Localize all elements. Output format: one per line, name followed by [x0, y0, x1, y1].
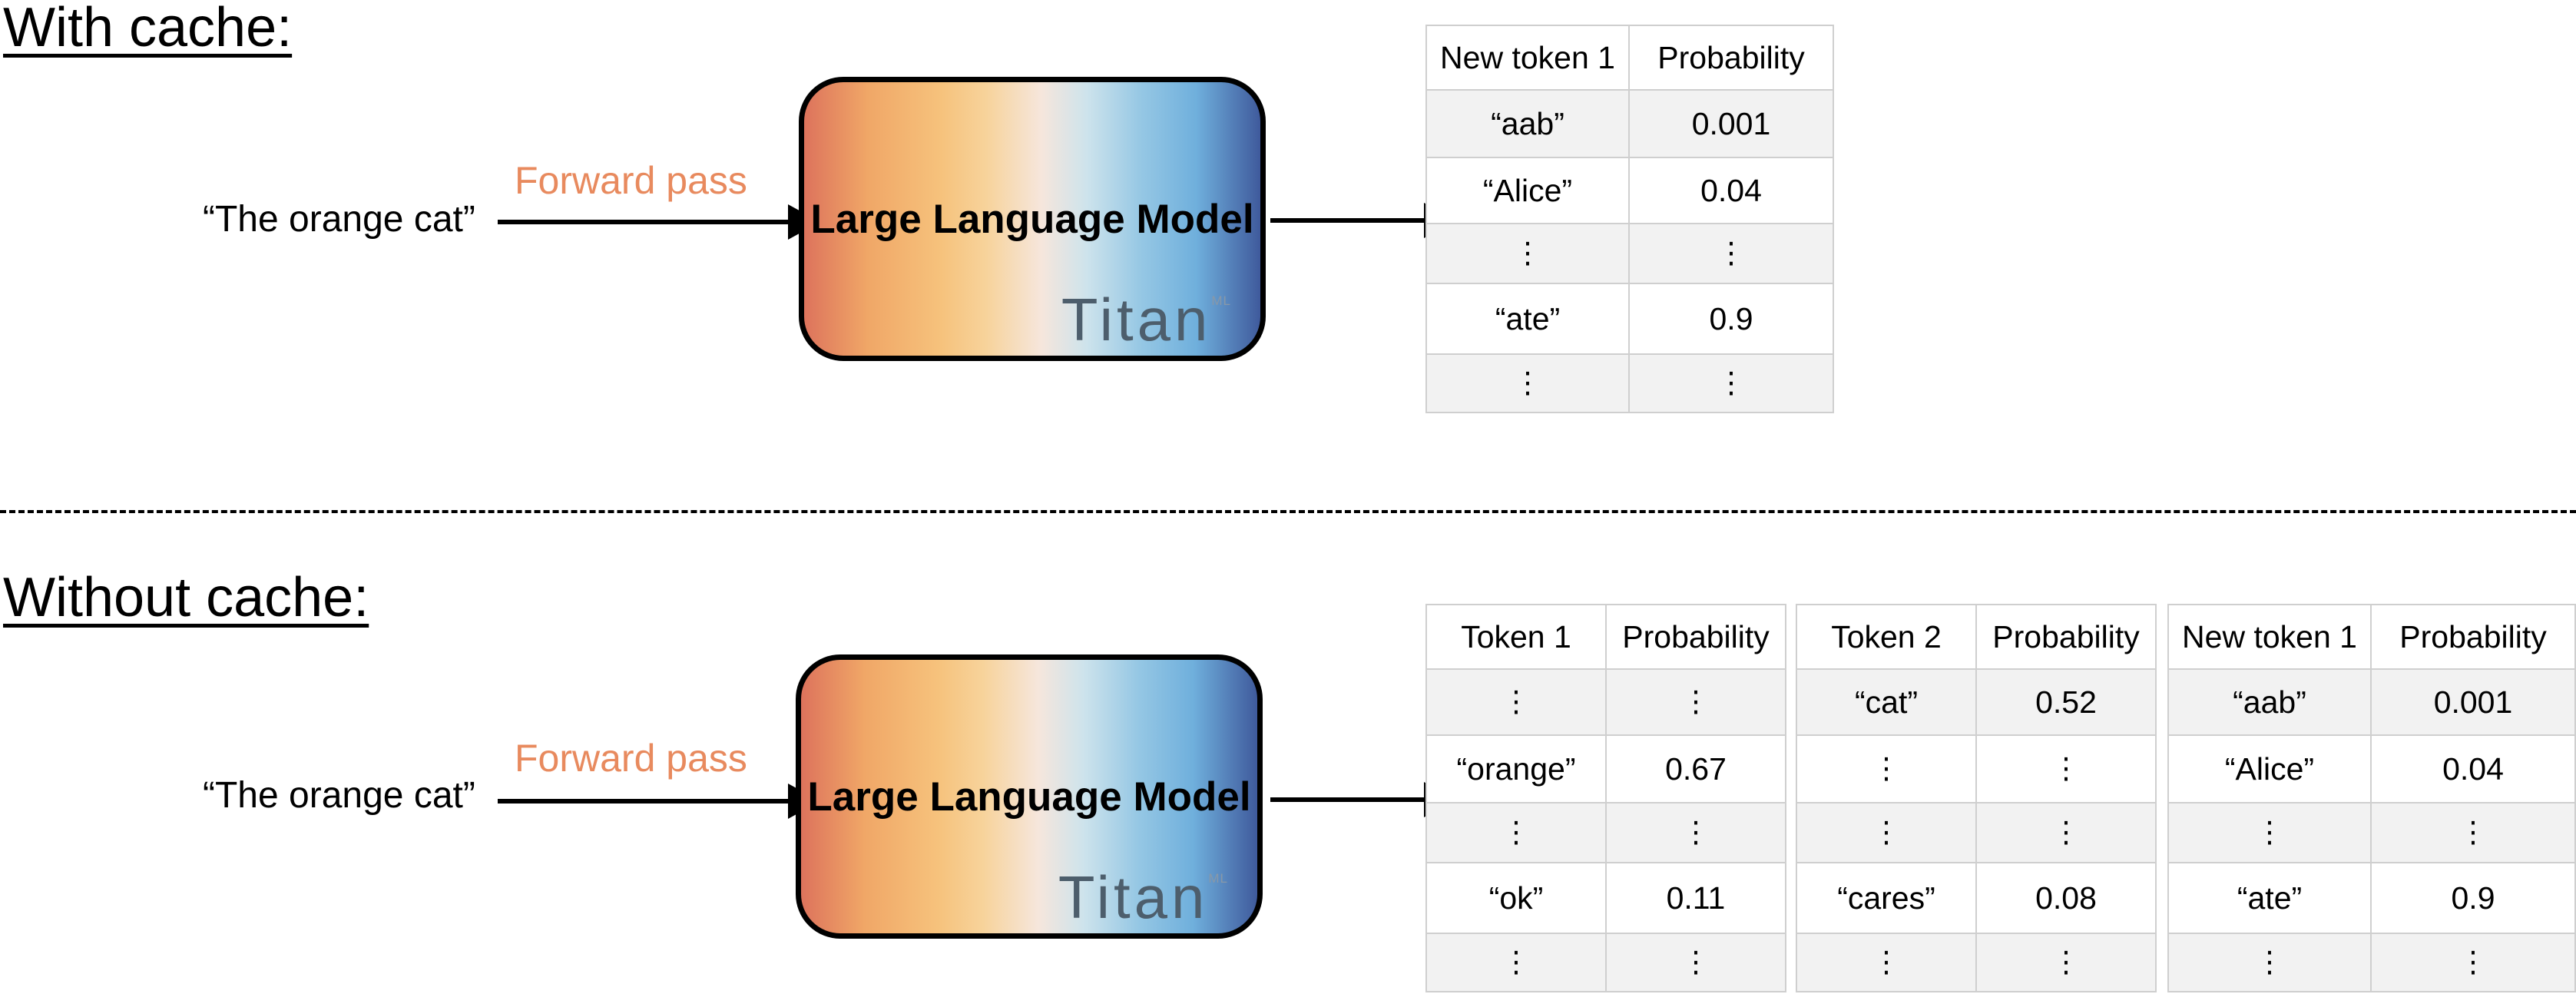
- token-cell: “ok”: [1425, 862, 1607, 934]
- table-row: “cat” 0.52: [1796, 668, 2157, 736]
- ellipsis-cell: ⋮: [2370, 802, 2576, 863]
- without-cache-llm-label: Large Language Model: [807, 774, 1251, 820]
- with-cache-forward-pass-label: Forward pass: [515, 159, 747, 202]
- probability-cell: 0.001: [1628, 89, 1834, 158]
- table-row: “ate” 0.9: [2167, 862, 2576, 934]
- token-cell: “cat”: [1796, 668, 1977, 736]
- token-cell: “ate”: [2167, 862, 2372, 934]
- token-cell: “aab”: [1425, 89, 1630, 158]
- table-row: ⋮ ⋮: [1425, 802, 1786, 863]
- table-header-row: New token 1 Probability: [1425, 25, 1834, 91]
- with-cache-titan-logo: TitanML: [1061, 286, 1231, 353]
- token-cell: “aab”: [2167, 668, 2372, 736]
- with-cache-output-arrow: [1270, 203, 1456, 238]
- table-row: ⋮ ⋮: [2167, 802, 2576, 863]
- probability-cell: 0.9: [1628, 283, 1834, 355]
- ellipsis-cell: ⋮: [1425, 668, 1607, 736]
- table-row: ⋮ ⋮: [1796, 802, 2157, 863]
- table-row: “ok” 0.11: [1425, 862, 1786, 934]
- token-2-probability-table: Token 2 Probability “cat” 0.52 ⋮ ⋮ ⋮ ⋮ “…: [1796, 604, 2157, 992]
- table-row: ⋮ ⋮: [1796, 734, 2157, 803]
- ellipsis-cell: ⋮: [2167, 802, 2372, 863]
- table-header-row: New token 1 Probability: [2167, 604, 2576, 670]
- without-cache-forward-pass-label: Forward pass: [515, 737, 747, 780]
- with-cache-input-arrow: [498, 204, 820, 240]
- ellipsis-cell: ⋮: [1425, 353, 1630, 413]
- table-row: “Alice” 0.04: [2167, 734, 2576, 803]
- table-row: “Alice” 0.04: [1425, 157, 1834, 224]
- probability-cell: 0.04: [2370, 734, 2576, 803]
- ellipsis-cell: ⋮: [1605, 802, 1786, 863]
- table-row: “ate” 0.9: [1425, 283, 1834, 355]
- without-cache-output-arrow: [1270, 782, 1456, 817]
- without-cache-titan-logo: TitanML: [1058, 863, 1228, 931]
- table-header: Probability: [1628, 25, 1834, 91]
- probability-cell: 0.001: [2370, 668, 2576, 736]
- token-cell: “orange”: [1425, 734, 1607, 803]
- section-divider: [0, 510, 2576, 513]
- ellipsis-cell: ⋮: [1425, 223, 1630, 284]
- ellipsis-cell: ⋮: [1605, 668, 1786, 736]
- ellipsis-cell: ⋮: [1796, 734, 1977, 803]
- table-header: New token 1: [2167, 604, 2372, 670]
- table-row: ⋮ ⋮: [1425, 668, 1786, 736]
- table-row: “orange” 0.67: [1425, 734, 1786, 803]
- table-header: Token 1: [1425, 604, 1607, 670]
- ellipsis-cell: ⋮: [2167, 933, 2372, 992]
- table-header: Probability: [2370, 604, 2576, 670]
- table-row: “aab” 0.001: [2167, 668, 2576, 736]
- ellipsis-cell: ⋮: [1975, 734, 2157, 803]
- with-cache-llm-label: Large Language Model: [810, 197, 1254, 242]
- with-cache-probability-table: New token 1 Probability “aab” 0.001 “Ali…: [1425, 25, 1834, 413]
- ellipsis-cell: ⋮: [1425, 802, 1607, 863]
- probability-cell: 0.08: [1975, 862, 2157, 934]
- probability-cell: 0.04: [1628, 157, 1834, 224]
- table-row: “aab” 0.001: [1425, 89, 1834, 158]
- ellipsis-cell: ⋮: [1975, 802, 2157, 863]
- ellipsis-cell: ⋮: [1796, 802, 1977, 863]
- without-cache-input-arrow: [498, 784, 820, 819]
- ellipsis-cell: ⋮: [2370, 933, 2576, 992]
- ellipsis-cell: ⋮: [1628, 353, 1834, 413]
- probability-cell: 0.11: [1605, 862, 1786, 934]
- table-header-row: Token 1 Probability: [1425, 604, 1786, 670]
- probability-cell: 0.52: [1975, 668, 2157, 736]
- table-header-row: Token 2 Probability: [1796, 604, 2157, 670]
- table-row: ⋮ ⋮: [2167, 933, 2576, 992]
- probability-cell: 0.67: [1605, 734, 1786, 803]
- table-header: Probability: [1605, 604, 1786, 670]
- table-row: ⋮ ⋮: [1425, 223, 1834, 284]
- ellipsis-cell: ⋮: [1796, 933, 1977, 992]
- ellipsis-cell: ⋮: [1628, 223, 1834, 284]
- token-cell: “Alice”: [2167, 734, 2372, 803]
- token-cell: “Alice”: [1425, 157, 1630, 224]
- new-token-1-probability-table: New token 1 Probability “aab” 0.001 “Ali…: [2167, 604, 2576, 992]
- with-cache-llm-box: Large Language Model TitanML: [799, 77, 1266, 361]
- table-header: Probability: [1975, 604, 2157, 670]
- with-cache-heading: With cache:: [3, 0, 293, 58]
- ellipsis-cell: ⋮: [1425, 933, 1607, 992]
- without-cache-heading: Without cache:: [3, 567, 369, 628]
- table-row: ⋮ ⋮: [1425, 933, 1786, 992]
- table-row: ⋮ ⋮: [1796, 933, 2157, 992]
- without-cache-input-text: “The orange cat”: [203, 775, 475, 816]
- token-cell: “ate”: [1425, 283, 1630, 355]
- token-cell: “cares”: [1796, 862, 1977, 934]
- table-row: “cares” 0.08: [1796, 862, 2157, 934]
- table-row: ⋮ ⋮: [1425, 353, 1834, 413]
- token-1-probability-table: Token 1 Probability ⋮ ⋮ “orange” 0.67 ⋮ …: [1425, 604, 1786, 992]
- table-header: New token 1: [1425, 25, 1630, 91]
- ellipsis-cell: ⋮: [1605, 933, 1786, 992]
- probability-cell: 0.9: [2370, 862, 2576, 934]
- table-header: Token 2: [1796, 604, 1977, 670]
- ellipsis-cell: ⋮: [1975, 933, 2157, 992]
- without-cache-llm-box: Large Language Model TitanML: [796, 654, 1263, 939]
- with-cache-input-text: “The orange cat”: [203, 199, 475, 240]
